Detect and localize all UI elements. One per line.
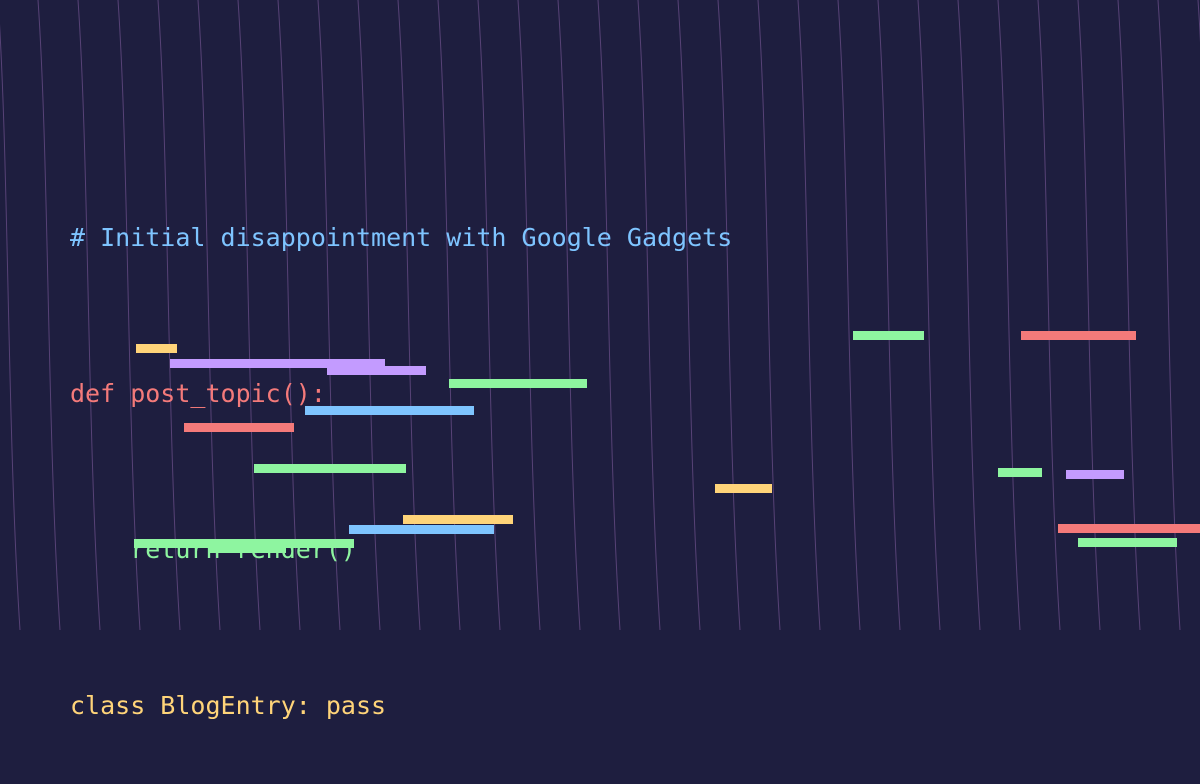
decorative-bar xyxy=(170,359,385,368)
background-line xyxy=(517,0,541,630)
decorative-bar xyxy=(1078,538,1177,547)
background-line xyxy=(917,0,941,630)
decorative-bar xyxy=(1066,470,1124,479)
decorative-bar xyxy=(134,539,354,548)
background-line xyxy=(717,0,741,630)
decorative-bar xyxy=(449,379,587,388)
code-line-class: class BlogEntry: pass xyxy=(70,691,387,720)
background-line xyxy=(637,0,661,630)
decorative-bar xyxy=(136,344,177,353)
background-line xyxy=(597,0,621,630)
decorative-bar xyxy=(998,468,1042,477)
decorative-bar xyxy=(1058,524,1200,533)
decorative-bar xyxy=(403,515,513,524)
background-line xyxy=(957,0,981,630)
decorative-bar xyxy=(254,464,406,473)
decorative-bar xyxy=(1021,331,1136,340)
background-line xyxy=(1037,0,1061,630)
background-line xyxy=(757,0,781,630)
decorative-bar xyxy=(208,544,286,553)
background-line xyxy=(437,0,461,630)
decorative-bar xyxy=(715,484,772,493)
code-line-comment: # Initial disappointment with Google Gad… xyxy=(70,223,733,252)
decorative-bar xyxy=(305,406,474,415)
decorative-bars xyxy=(134,331,1200,553)
decorative-bar xyxy=(327,366,426,375)
background-line xyxy=(477,0,501,630)
background-line xyxy=(557,0,581,630)
background-line xyxy=(77,0,101,630)
background-line xyxy=(397,0,421,630)
background-line xyxy=(677,0,701,630)
background-line xyxy=(877,0,901,630)
background-line xyxy=(997,0,1021,630)
code-line-def: def post_topic(): xyxy=(70,379,326,408)
background-line xyxy=(797,0,821,630)
background-line xyxy=(0,24,21,630)
background-line xyxy=(357,0,381,630)
decorative-bar xyxy=(853,331,924,340)
decorative-bar xyxy=(349,525,494,534)
decorative-bar xyxy=(184,423,294,432)
background-line xyxy=(837,0,861,630)
background-line xyxy=(37,0,61,630)
